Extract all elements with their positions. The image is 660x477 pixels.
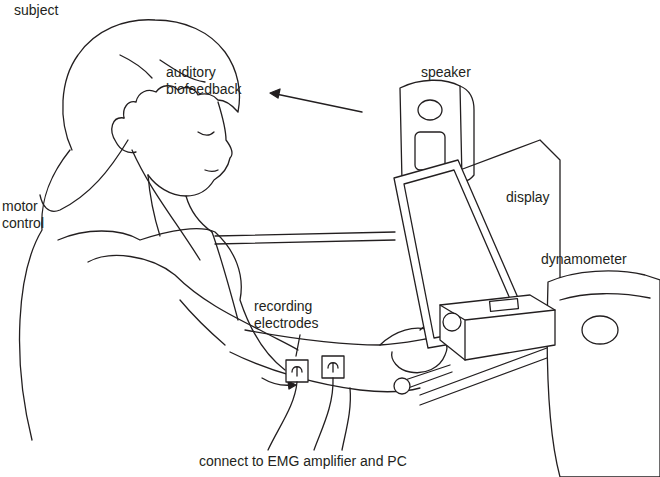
part-label: auditory biofeedback (166, 64, 261, 98)
part-label: subject (14, 2, 94, 19)
face (148, 102, 232, 196)
dynamometer-top (440, 305, 555, 360)
earphone-wire (40, 140, 128, 211)
speaker-tweeter (418, 100, 442, 120)
part-label: connect to EMG amplifier and PC (199, 453, 459, 470)
speaker-body (547, 271, 660, 477)
part-label: motor control (2, 198, 60, 232)
electrode-pair (268, 356, 350, 450)
mouth (205, 170, 218, 172)
subject-body (20, 150, 449, 440)
electrode-lead (268, 382, 297, 450)
forearm-upper (245, 330, 432, 345)
frame-rail (215, 232, 395, 244)
electrode-pad (322, 356, 344, 378)
part-label: display (506, 189, 586, 206)
back-outline (20, 150, 71, 440)
apparatus-frame (215, 140, 560, 405)
chest-line (212, 232, 238, 320)
speaker-side (460, 86, 474, 181)
feedback-arrow (276, 94, 362, 112)
electrode-pad (286, 360, 308, 382)
subject-head (63, 20, 240, 236)
sleeve-hem (180, 300, 225, 345)
electrode-lead (342, 388, 350, 450)
handle-ball (394, 378, 410, 394)
earphone-cord (132, 150, 200, 260)
electrode-icon (328, 363, 338, 372)
dynamometer-readout (490, 299, 519, 312)
part-label: recording electrodes (254, 298, 336, 332)
part-label: speaker (421, 64, 501, 81)
arrow-head (270, 89, 280, 98)
speaker-tweeter (582, 316, 618, 344)
handle-bar (405, 365, 452, 388)
electrode-lead (314, 378, 333, 450)
dynamometer-body (440, 295, 555, 360)
speaker-symbol (547, 271, 660, 477)
electrode-icon (292, 367, 302, 376)
dynamometer-knob (443, 313, 461, 331)
dynamometer-symbol (394, 295, 555, 394)
shirt-outline (58, 229, 285, 370)
part-label: dynamometer (541, 251, 651, 268)
speaker-panel (560, 294, 650, 300)
leader-line (296, 335, 300, 356)
eye (198, 132, 214, 135)
neck (148, 175, 212, 236)
